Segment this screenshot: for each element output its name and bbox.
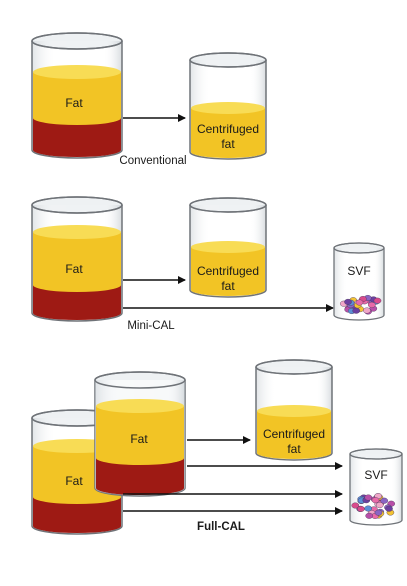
fat-label: Fat <box>65 96 83 110</box>
svf-cell <box>374 509 383 516</box>
method-label-conventional: Conventional <box>119 155 186 167</box>
centrifuged-label-line1: Centrifuged <box>197 264 259 278</box>
beaker-svf-full-cal: SVF <box>349 448 403 526</box>
svf-cell <box>351 502 360 509</box>
svf-label: SVF <box>364 468 387 482</box>
beaker-centrifuged-full-cal: Centrifuged fat <box>255 359 333 461</box>
fat-layer <box>33 232 121 292</box>
svf-cell <box>364 494 373 501</box>
svf-cell <box>371 497 380 504</box>
svf-cell <box>373 297 382 304</box>
method-label-mini-cal: Mini-CAL <box>127 320 175 332</box>
svf-cell <box>375 502 384 509</box>
blood-layer <box>33 118 121 157</box>
fat-layer <box>96 406 184 465</box>
svf-cell <box>364 505 373 512</box>
svf-cell <box>344 298 352 305</box>
svf-cell <box>367 301 376 308</box>
svf-label: SVF <box>347 264 370 278</box>
blood-layer <box>33 497 121 533</box>
fat-layer <box>257 411 331 459</box>
svf-cells <box>351 493 396 519</box>
fat-label: Fat <box>130 432 148 446</box>
centrifuged-label-line2: fat <box>221 137 235 151</box>
centrifuged-label-line2: fat <box>287 442 301 456</box>
beaker-centrifuged-conventional: Centrifuged fat <box>189 52 267 160</box>
beaker-fat-full-cal-back: Fat <box>94 371 186 497</box>
beaker-centrifuged-mini-cal: Centrifuged fat <box>189 197 267 298</box>
svf-cell <box>355 299 364 306</box>
beaker-fat-mini-cal: Fat <box>31 196 123 322</box>
fat-layer <box>191 247 265 296</box>
fat-layer <box>33 72 121 125</box>
conventional-row: Fat Centrifuged fat Conventional <box>31 32 267 167</box>
centrifuged-label-line2: fat <box>221 279 235 293</box>
svf-cell <box>352 307 361 314</box>
svf-cells <box>339 295 382 315</box>
fat-layer <box>191 108 265 158</box>
fat-label: Fat <box>65 474 83 488</box>
centrifuged-label-line1: Centrifuged <box>197 122 259 136</box>
full-cal-row: Fat Fat Centrifuged fat <box>31 359 403 535</box>
mini-cal-row: Fat Centrifuged fat SVF Mini-CAL <box>31 196 385 332</box>
blood-layer <box>96 458 184 495</box>
beaker-fat-conventional: Fat <box>31 32 123 159</box>
centrifuged-label-line1: Centrifuged <box>263 427 325 441</box>
svf-cell <box>365 512 374 519</box>
fat-label: Fat <box>65 262 83 276</box>
method-label-full-cal: Full-CAL <box>197 521 245 533</box>
svf-cell <box>380 497 389 504</box>
svf-cell <box>385 505 393 512</box>
blood-layer <box>33 285 121 320</box>
beaker-svf-mini-cal: SVF <box>333 242 385 321</box>
svf-cell <box>363 307 371 314</box>
